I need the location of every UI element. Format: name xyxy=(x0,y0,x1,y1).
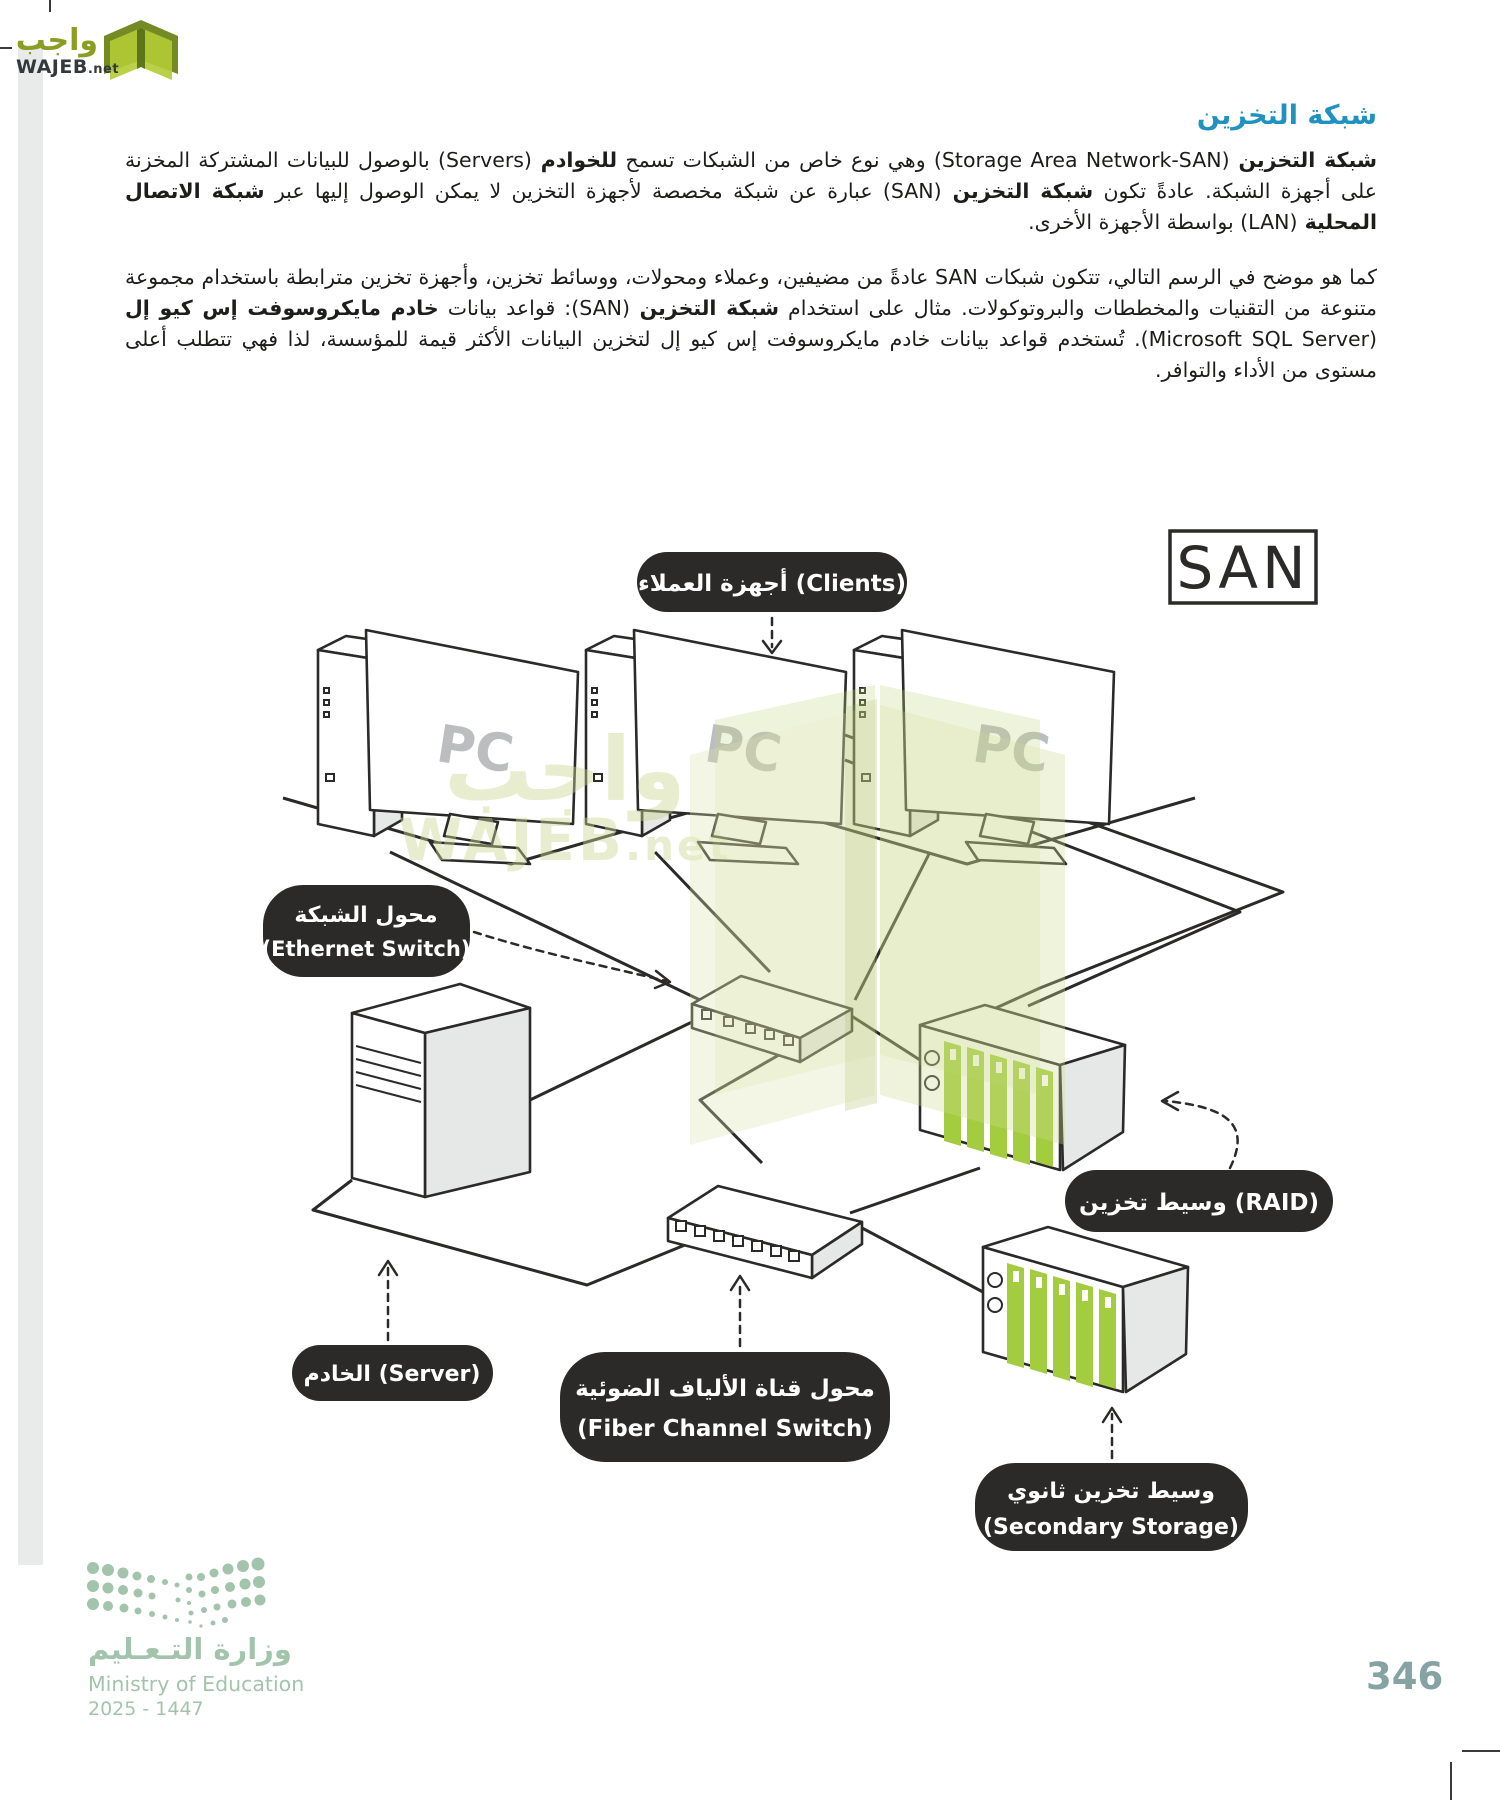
ministry-logo-dots xyxy=(87,1557,266,1628)
paragraph-1: شبكة التخزين (Storage Area Network-SAN) … xyxy=(125,148,1377,234)
fiber-label-en: (Fiber Channel Switch) xyxy=(577,1416,873,1442)
client-pc-1: PC xyxy=(316,628,580,866)
wajeb-arabic: واجب xyxy=(15,23,98,58)
client-pc-3: PC xyxy=(852,628,1116,866)
secondary-label-ar: وسيط تخزين ثانوي xyxy=(1007,1479,1215,1504)
page-title: شبكة التخزين xyxy=(1196,100,1377,131)
wajeb-logo: واجب WAJEB.net xyxy=(8,12,208,82)
label-fiber-channel-switch: محول قناة الألياف الضوئية (Fiber Channel… xyxy=(560,1352,890,1462)
server-label-text: الخادم (Server) xyxy=(304,1362,481,1387)
san-diagram: SAN PC PC xyxy=(262,529,1333,1551)
ethernet-label-ar: محول الشبكة xyxy=(294,903,437,928)
crop-mark-top-left-v xyxy=(49,0,51,12)
raid-storage-device xyxy=(918,1003,1127,1172)
ethernet-switch-device xyxy=(690,974,854,1064)
wajeb-watermark: واجب WAJEB.net xyxy=(398,685,1065,1145)
label-raid: وسيط تخزين (RAID) xyxy=(1065,1170,1333,1232)
page-number: 346 xyxy=(1366,1655,1444,1698)
pointer-arrows xyxy=(377,616,1239,1460)
watermark-arabic: واجب xyxy=(444,718,685,822)
label-secondary-storage: وسيط تخزين ثانوي (Secondary Storage) xyxy=(975,1463,1248,1551)
label-server: الخادم (Server) xyxy=(292,1345,493,1401)
left-margin-bar xyxy=(18,45,43,1565)
ministry-name-arabic: وزارة التـعـليم xyxy=(88,1632,292,1666)
server-device xyxy=(350,982,532,1199)
ethernet-label-en: (Ethernet Switch) xyxy=(262,937,471,961)
ministry-name-english: Ministry of Education xyxy=(88,1672,305,1696)
paragraph-2: كما هو موضح في الرسم التالي، تتكون شبكات… xyxy=(125,265,1378,382)
raid-label-text: وسيط تخزين (RAID) xyxy=(1079,1190,1319,1216)
ministry-years: 2025 - 1447 xyxy=(88,1698,204,1720)
crop-mark-bottom-right-h xyxy=(1462,1750,1500,1752)
ministry-logo: وزارة التـعـليم Ministry of Education 20… xyxy=(80,1548,320,1720)
secondary-label-en: (Secondary Storage) xyxy=(983,1515,1239,1540)
san-label: SAN xyxy=(1177,534,1310,602)
open-book-icon xyxy=(104,20,178,80)
clients-label-text: أجهزة العملاء (Clients) xyxy=(638,567,906,597)
fiber-label-ar: محول قناة الألياف الضوئية xyxy=(575,1373,875,1402)
label-clients: أجهزة العملاء (Clients) xyxy=(637,552,907,612)
crop-mark-top-left-h xyxy=(0,47,12,49)
pc-screen-label: PC xyxy=(969,714,1054,785)
crop-mark-bottom-right-v xyxy=(1450,1762,1452,1800)
pc-screen-label: PC xyxy=(433,714,518,785)
secondary-storage-device xyxy=(981,1225,1190,1394)
watermark-latin: WAJEB.net xyxy=(398,806,731,874)
label-ethernet-switch: محول الشبكة (Ethernet Switch) xyxy=(262,885,471,977)
wajeb-logo-text: واجب WAJEB.net xyxy=(15,23,120,79)
client-pc-2: PC xyxy=(584,628,848,866)
pc-screen-label: PC xyxy=(701,714,786,785)
body-text: شبكة التخزين شبكة التخزين (Storage Area … xyxy=(125,100,1377,410)
fiber-channel-switch-device xyxy=(666,1184,864,1280)
san-title-box: SAN xyxy=(1168,529,1318,605)
wajeb-latin: WAJEB.net xyxy=(16,56,120,78)
